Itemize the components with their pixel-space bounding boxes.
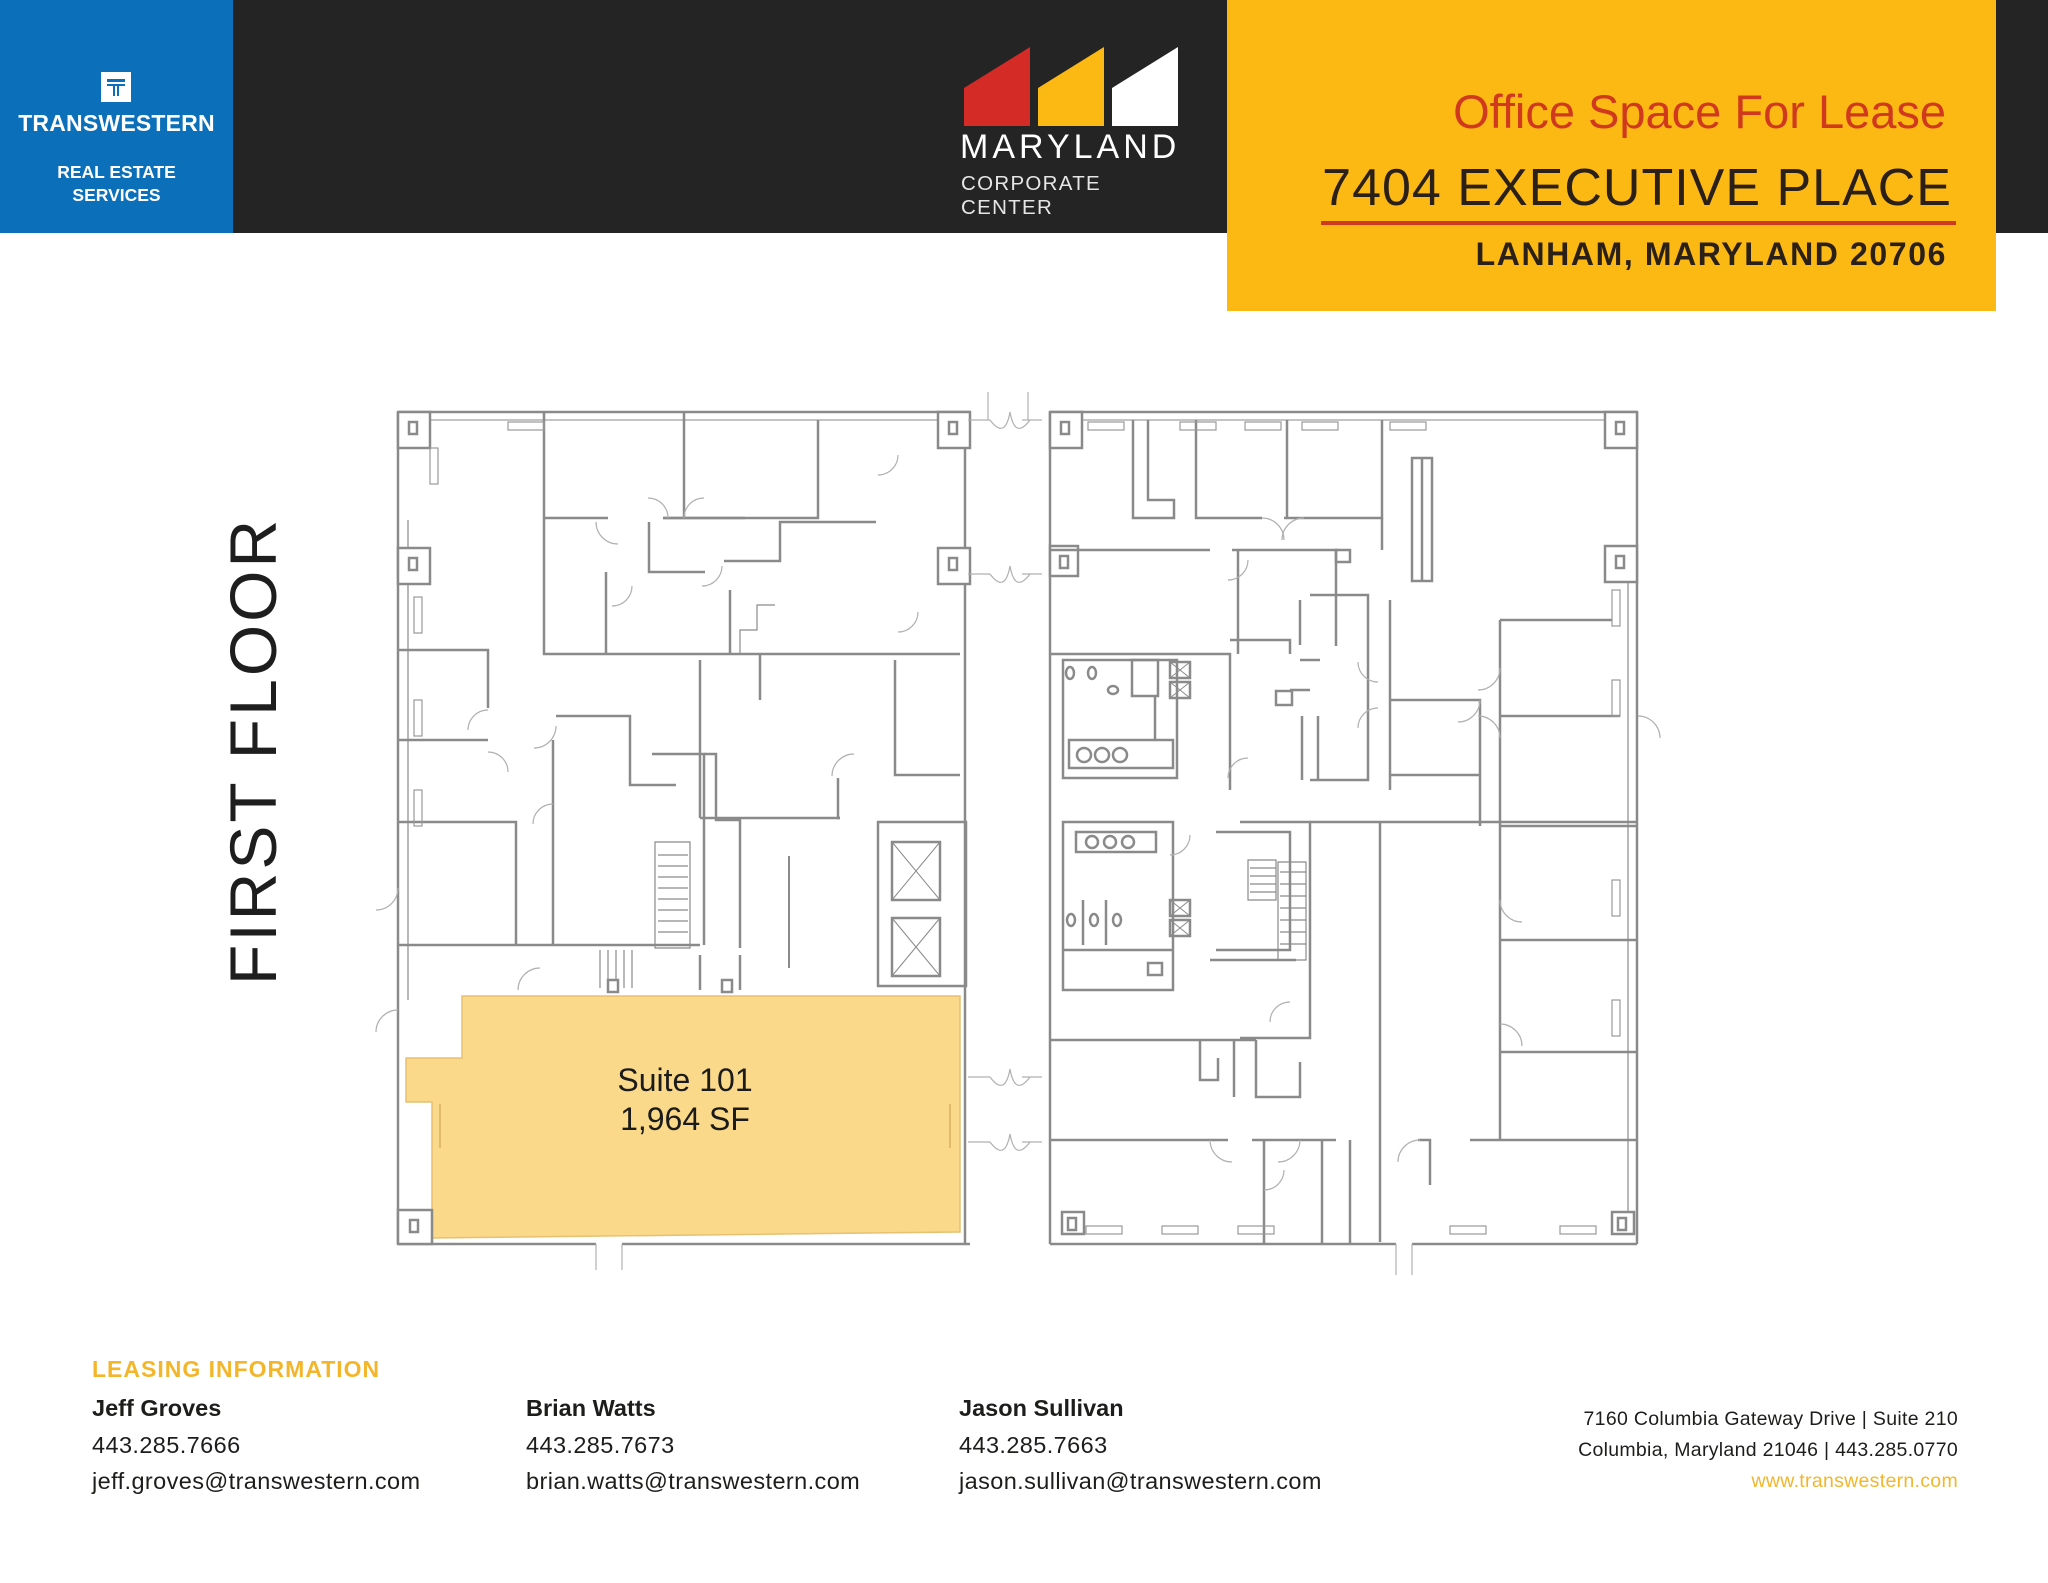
contact-phone[interactable]: 443.285.7663: [959, 1432, 1108, 1458]
office-address-line2: Columbia, Maryland 21046 | 443.285.0770: [1578, 1439, 1958, 1461]
suite-101-label[interactable]: Suite 101 1,964 SF: [560, 1062, 810, 1138]
contact-email[interactable]: jeff.groves@transwestern.com: [92, 1468, 421, 1494]
property-logo-name: MARYLAND: [960, 128, 1181, 166]
suite-101-area: [405, 995, 961, 1239]
office-address-line1: 7160 Columbia Gateway Drive | Suite 210: [1583, 1408, 1958, 1430]
t-mark-icon: [101, 72, 131, 102]
brand-tagline: REAL ESTATE SERVICES: [0, 161, 233, 207]
logo-shapes-icon: [964, 47, 1178, 126]
leasing-section-title: LEASING INFORMATION: [92, 1356, 381, 1382]
office-address-block: 7160 Columbia Gateway Drive | Suite 210 …: [1578, 1404, 1958, 1497]
property-city: LANHAM, MARYLAND 20706: [1475, 236, 1947, 272]
property-address: 7404 EXECUTIVE PLACE: [1322, 159, 1952, 217]
maryland-corporate-center-logo: MARYLAND CORPORATE CENTER: [960, 44, 1190, 219]
property-logo-sub: CORPORATE CENTER: [961, 172, 1102, 219]
contact-phone[interactable]: 443.285.7666: [92, 1432, 241, 1458]
contact-email[interactable]: jason.sullivan@transwestern.com: [959, 1468, 1322, 1494]
website-link[interactable]: www.transwestern.com: [1751, 1470, 1958, 1492]
contact-card: Jason Sullivan 443.285.7663 jason.sulliv…: [959, 1395, 1322, 1495]
title-box: Office Space For Lease 7404 EXECUTIVE PL…: [1227, 0, 1996, 311]
contact-card: Brian Watts 443.285.7673 brian.watts@tra…: [526, 1395, 860, 1495]
contact-name: Jeff Groves: [92, 1395, 222, 1421]
brand-name: TRANSWESTERN: [18, 110, 215, 136]
contact-name: Jason Sullivan: [959, 1395, 1124, 1421]
suite-name: Suite 101: [617, 1062, 753, 1098]
listing-tagline: Office Space For Lease: [1453, 85, 1946, 138]
transwestern-logo: TRANSWESTERN REAL ESTATE SERVICES: [0, 0, 233, 233]
brand-tagline-line1: REAL ESTATE: [57, 162, 176, 182]
contact-email[interactable]: brian.watts@transwestern.com: [526, 1468, 861, 1494]
title-divider: [1321, 221, 1956, 225]
contact-name: Brian Watts: [526, 1395, 656, 1421]
brand-tagline-line2: SERVICES: [72, 185, 161, 205]
suite-area: 1,964 SF: [620, 1101, 750, 1137]
contact-phone[interactable]: 443.285.7673: [526, 1432, 675, 1458]
contact-card: Jeff Groves 443.285.7666 jeff.groves@tra…: [92, 1395, 421, 1495]
